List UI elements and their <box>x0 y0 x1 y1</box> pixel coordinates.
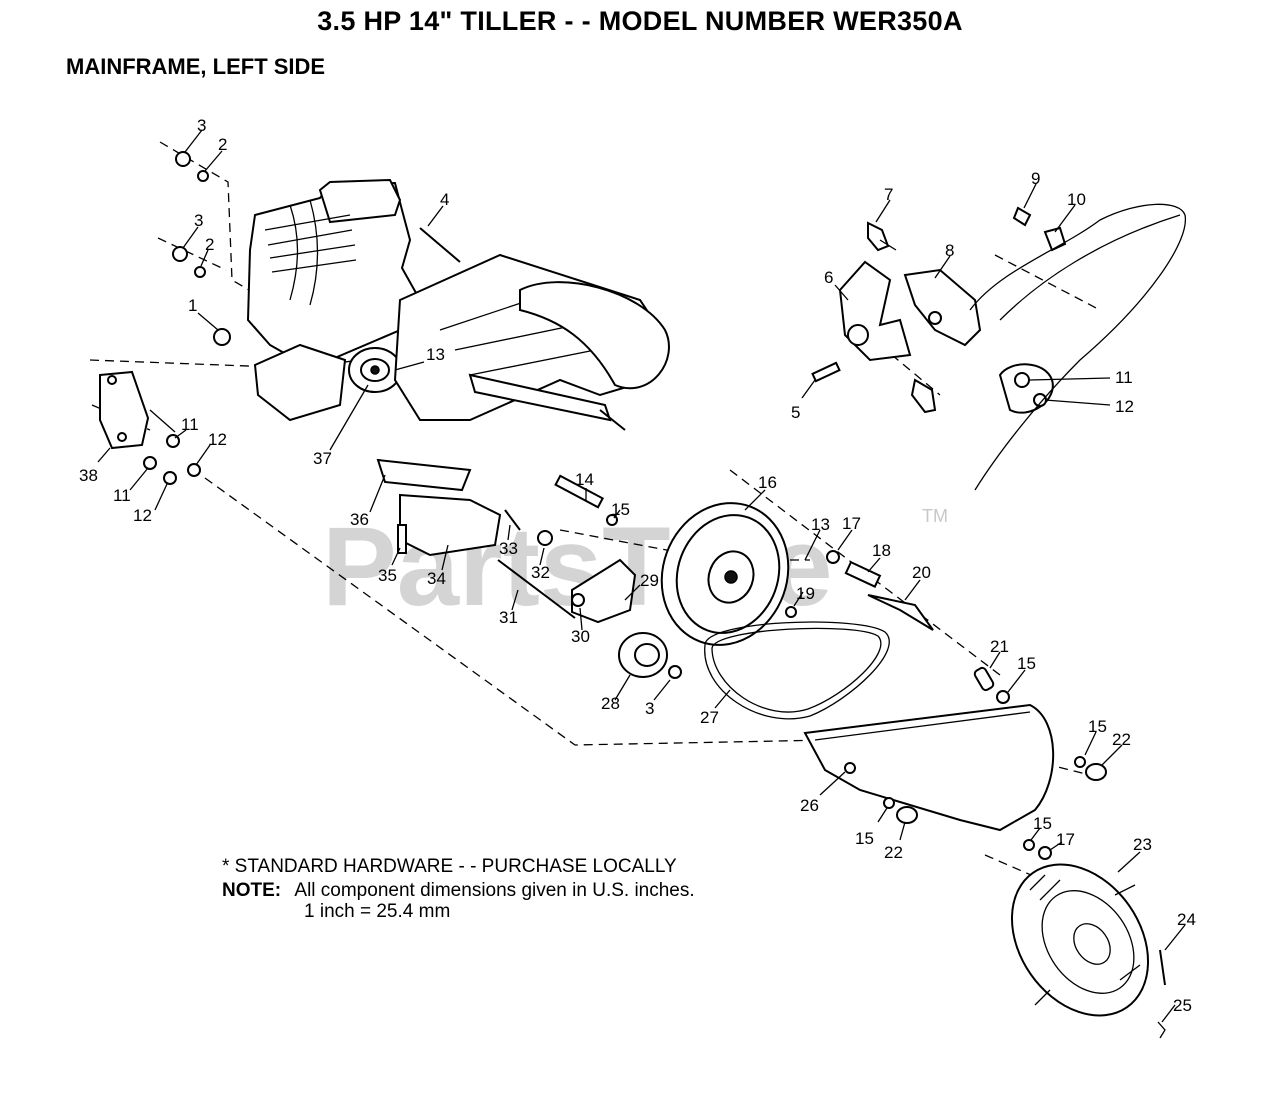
callout-4: 4 <box>440 190 449 209</box>
note-label: NOTE: <box>222 880 282 901</box>
bracket-part-36 <box>376 458 472 492</box>
bracket-part-6 <box>838 260 912 362</box>
callout-3: 3 <box>197 116 206 135</box>
note-line-2: 1 inch = 25.4 mm <box>304 901 451 922</box>
callout-11: 11 <box>1115 368 1133 387</box>
callout-5: 5 <box>791 403 800 422</box>
callout-12: 12 <box>133 506 152 525</box>
v-belt-part-27 <box>704 621 890 720</box>
callout-10: 10 <box>1067 190 1086 209</box>
callout-30: 30 <box>571 627 590 646</box>
drive-pulley-part-16 <box>660 502 790 646</box>
callout-15: 15 <box>611 500 630 519</box>
callout-36: 36 <box>350 510 369 529</box>
callout-8: 8 <box>945 241 954 260</box>
callout-18: 18 <box>872 541 891 560</box>
callout-3: 3 <box>645 699 654 718</box>
callout-28: 28 <box>601 694 620 713</box>
callout-38: 38 <box>79 466 98 485</box>
hardware-pieces <box>397 227 995 692</box>
mainframe-housing <box>393 253 670 431</box>
callout-27: 27 <box>700 708 719 727</box>
callout-26: 26 <box>800 796 819 815</box>
callout-6: 6 <box>824 268 833 287</box>
bracket-part-11-12 <box>998 363 1054 414</box>
callout-23: 23 <box>1133 835 1152 854</box>
standard-hardware-note: * STANDARD HARDWARE - - PURCHASE LOCALLY <box>222 856 677 877</box>
callout-35: 35 <box>378 566 397 585</box>
handle-bracket-assembly <box>811 203 1187 491</box>
watermark-trademark: TM <box>922 506 948 526</box>
wheel-part-23 <box>1010 863 1150 1017</box>
callout-15: 15 <box>1088 717 1107 736</box>
callout-7: 7 <box>884 185 893 204</box>
callout-22: 22 <box>884 843 903 862</box>
notes-block: * STANDARD HARDWARE - - PURCHASE LOCALLY… <box>222 855 695 924</box>
tine-shield <box>519 281 670 390</box>
callout-17: 17 <box>842 514 861 533</box>
callout-16: 16 <box>758 473 777 492</box>
callout-1: 1 <box>188 296 197 315</box>
callout-9: 9 <box>1031 169 1040 188</box>
callout-15: 15 <box>1017 654 1036 673</box>
callout-labels: 3 2 3 2 1 4 13 38 11 12 11 12 37 36 35 3… <box>79 116 1196 1015</box>
callout-2: 2 <box>205 235 214 254</box>
callout-31: 31 <box>499 608 518 627</box>
callout-13: 13 <box>426 345 445 364</box>
engine-assembly <box>246 178 422 422</box>
callout-19: 19 <box>796 584 815 603</box>
callout-15: 15 <box>1033 814 1052 833</box>
diagram-subtitle: MAINFRAME, LEFT SIDE <box>66 54 326 79</box>
callout-20: 20 <box>912 563 931 582</box>
callout-37: 37 <box>313 449 332 468</box>
callout-15: 15 <box>855 829 874 848</box>
callout-29: 29 <box>640 571 659 590</box>
callout-12: 12 <box>208 430 227 449</box>
callout-24: 24 <box>1177 910 1196 929</box>
callout-12: 12 <box>1115 397 1134 416</box>
callout-21: 21 <box>990 637 1009 656</box>
callout-13: 13 <box>811 515 830 534</box>
callout-2: 2 <box>218 135 227 154</box>
callout-11: 11 <box>181 415 199 434</box>
callout-34: 34 <box>427 569 446 588</box>
callout-14: 14 <box>575 470 594 489</box>
plate-part-8 <box>903 268 982 347</box>
callout-3: 3 <box>194 211 203 230</box>
diagram-title: 3.5 HP 14" TILLER - - MODEL NUMBER WER35… <box>317 6 963 36</box>
callout-22: 22 <box>1112 730 1131 749</box>
callout-25: 25 <box>1173 996 1192 1015</box>
note-line-1: All component dimensions given in U.S. i… <box>294 880 695 901</box>
leader-lines <box>97 129 1186 1023</box>
callout-32: 32 <box>531 563 550 582</box>
side-bracket-part-38 <box>99 370 150 450</box>
callout-11: 11 <box>113 486 131 505</box>
shaft-part-14 <box>554 474 605 509</box>
belt-guard-part-26 <box>803 703 1055 832</box>
idler-bracket-part-30 <box>571 558 637 624</box>
callout-33: 33 <box>499 539 518 558</box>
callout-17: 17 <box>1056 830 1075 849</box>
